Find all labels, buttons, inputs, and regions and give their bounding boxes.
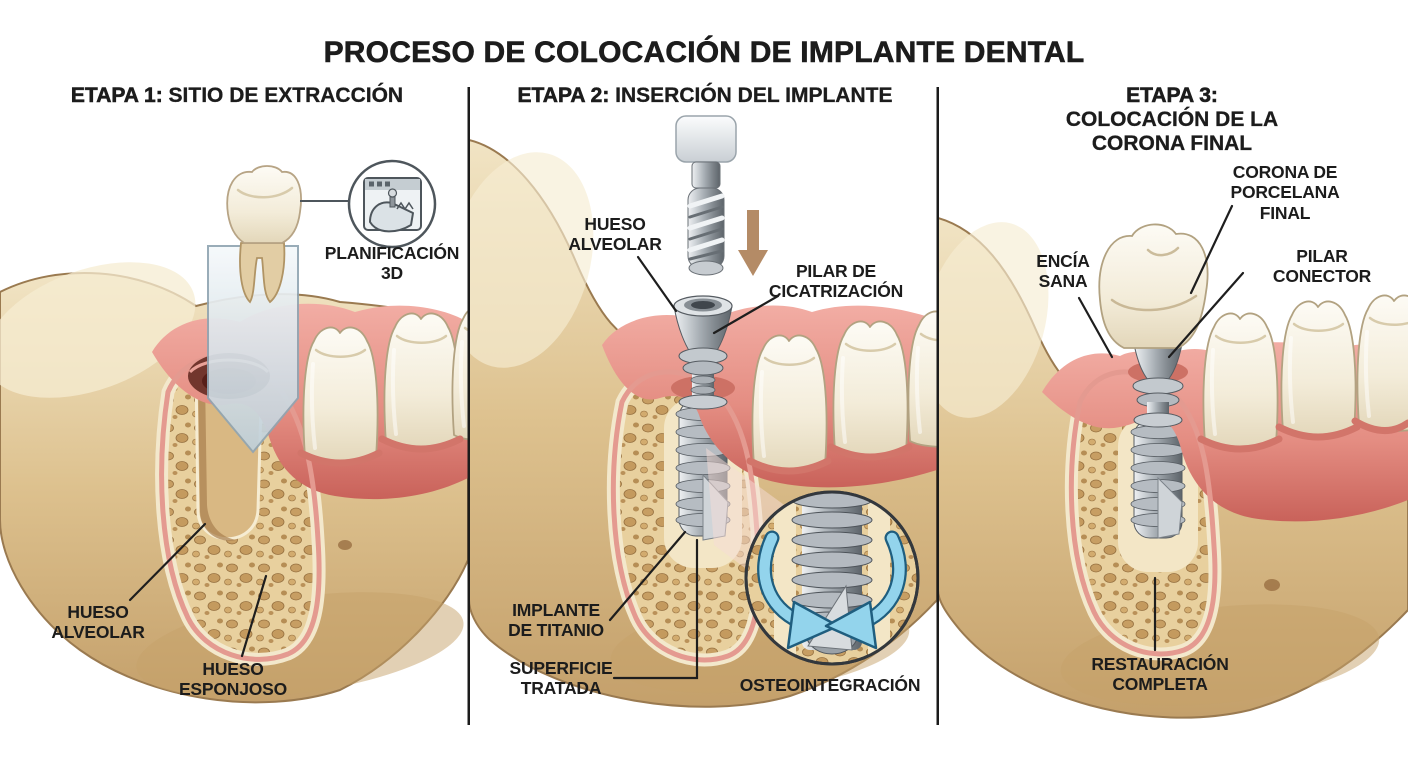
label-spongy-bone: HUESO ESPONJOSO <box>178 659 288 700</box>
label-final-crown: CORONA DE PORCELANA FINAL <box>1230 162 1340 223</box>
stage2-header-prefix: ETAPA 2: <box>517 84 610 108</box>
stage3-header: ETAPA 3: COLOCACIÓN DE LA CORONA FINAL <box>1054 84 1290 156</box>
label-healthy-gum: ENCÍA SANA <box>1036 251 1090 292</box>
planning-3d-icon <box>300 159 437 249</box>
implant-screw-stage3 <box>1130 419 1186 539</box>
stage2-header: ETAPA 2: INSERCIÓN DEL IMPLANTE <box>517 84 893 108</box>
label-osteointegration: OSTEOINTEGRACIÓN <box>739 675 921 695</box>
connector-abutment <box>1128 343 1188 428</box>
stage3-header-text: COLOCACIÓN DE LA CORONA FINAL <box>1065 108 1279 156</box>
label-connector-abutment: PILAR CONECTOR <box>1272 246 1372 287</box>
panel-divider-1 <box>467 87 470 725</box>
label-complete-restoration: RESTAURACIÓN COMPLETA <box>1091 654 1229 695</box>
stage3-header-prefix: ETAPA 3: <box>1126 84 1218 108</box>
stage2-header-text: INSERCIÓN DEL IMPLANTE <box>615 84 893 107</box>
teeth-stage1 <box>297 303 468 467</box>
stage1-header-prefix: ETAPA 1: <box>70 84 163 108</box>
rotation-arrows-icon <box>757 530 907 650</box>
label-alveolar-bone-stage1: HUESO ALVEOLAR <box>51 602 145 643</box>
stage1-header-text: SITIO DE EXTRACCIÓN <box>168 84 404 107</box>
healing-abutment <box>671 295 735 410</box>
extracted-tooth <box>226 165 302 304</box>
leader-lines <box>128 204 1245 680</box>
label-3d-planning: PLANIFICACIÓN 3D <box>324 243 460 284</box>
panel-divider-2 <box>936 87 939 725</box>
stage1-header: ETAPA 1: SITIO DE EXTRACCIÓN <box>70 84 404 108</box>
stage3-illustration <box>938 216 1408 719</box>
teeth-stage2 <box>746 309 937 475</box>
label-alveolar-bone-stage2: HUESO ALVEOLAR <box>568 214 662 255</box>
drill-icon <box>675 115 737 276</box>
drill-down-arrow-icon <box>738 210 768 276</box>
osteointegration-inset <box>744 490 920 666</box>
porcelain-crown <box>1098 223 1209 349</box>
stage1-illustration <box>0 159 468 704</box>
stage2-illustration <box>469 115 937 708</box>
teeth-stage3 <box>1197 293 1408 453</box>
page-title: PROCESO DE COLOCACIÓN DE IMPLANTE DENTAL <box>323 36 1085 70</box>
label-titanium-implant: IMPLANTE DE TITANIO <box>508 600 604 641</box>
label-healing-abutment: PILAR DE CICATRIZACIÓN <box>768 261 904 302</box>
label-treated-surface: SUPERFICIE TRATADA <box>509 658 613 699</box>
